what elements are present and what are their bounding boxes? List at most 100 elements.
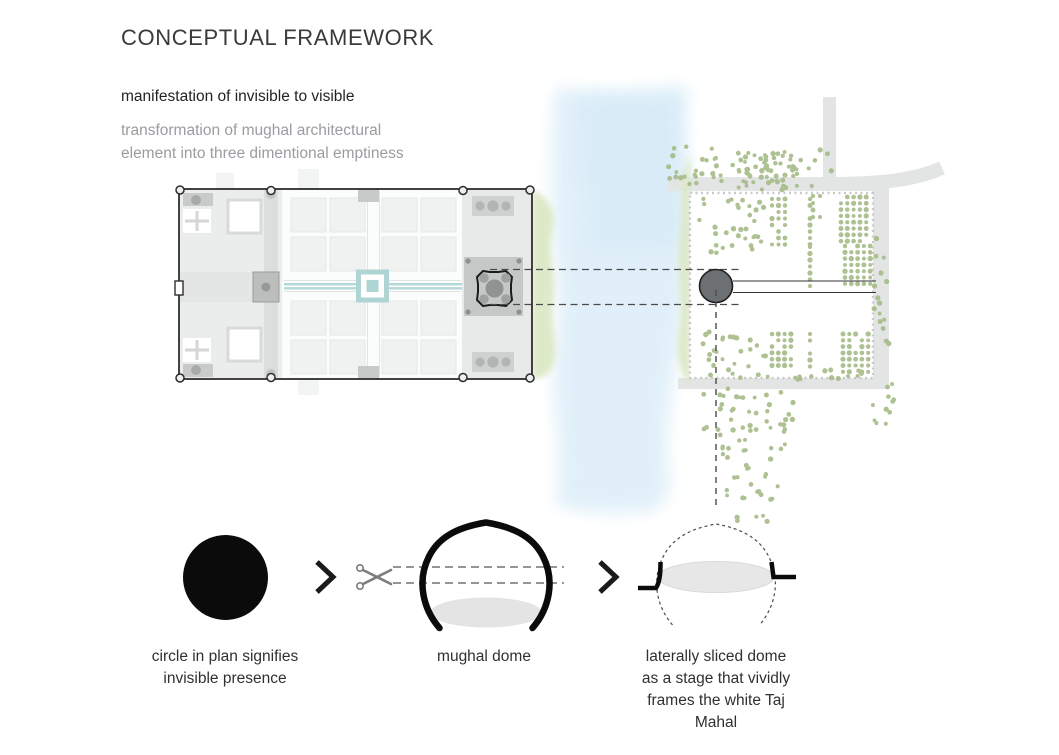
- tree-dot: [782, 235, 788, 241]
- tree-dot: [768, 168, 774, 174]
- tree-dot: [883, 406, 889, 412]
- tree-dot: [758, 492, 764, 498]
- dome-remnant-left: [638, 561, 663, 591]
- tree-dot: [807, 338, 813, 343]
- tree-dot: [759, 187, 764, 192]
- tree-dot: [861, 281, 867, 287]
- tree-dot: [666, 164, 672, 170]
- tree-dot: [735, 475, 740, 480]
- tree-dot: [881, 255, 886, 260]
- tree-dot: [857, 194, 863, 200]
- tree-dot: [734, 518, 740, 524]
- tree-dot: [725, 386, 731, 392]
- tree-dot: [743, 226, 749, 232]
- tree-dot: [743, 437, 747, 442]
- tree-dot: [738, 157, 744, 163]
- tree-dot: [765, 180, 772, 186]
- tree-dot: [758, 239, 764, 244]
- tree-dot: [855, 249, 860, 255]
- tree-dot: [859, 350, 865, 356]
- tree-dot: [735, 233, 741, 239]
- chevron-right-icon: [315, 560, 337, 594]
- tree-dot: [752, 153, 757, 158]
- tree-dot: [729, 197, 734, 202]
- caption-mughal-dome: mughal dome: [404, 646, 564, 668]
- tree-dot: [775, 350, 781, 356]
- tree-dot: [782, 331, 787, 337]
- tree-dot: [720, 451, 726, 457]
- tree-dot: [725, 455, 730, 460]
- tree-dot: [788, 337, 794, 343]
- tree-dot: [684, 144, 689, 149]
- tree-dot: [782, 442, 787, 447]
- tree-dot: [865, 356, 871, 362]
- caption-line: laterally sliced dome: [645, 648, 787, 665]
- tree-dot: [714, 250, 719, 256]
- tree-dot: [857, 232, 863, 238]
- tree-dot: [864, 220, 869, 225]
- tree-dot: [781, 362, 788, 369]
- tree-dot: [674, 170, 679, 175]
- tree-dot: [846, 350, 852, 356]
- tree-dot: [713, 231, 719, 237]
- tree-dot: [838, 207, 844, 212]
- tree-dot: [768, 425, 773, 430]
- taj-complex-plan: [174, 169, 535, 395]
- tree-dot: [782, 150, 787, 154]
- tree-dot: [701, 196, 706, 202]
- tree-dot: [740, 495, 746, 501]
- tree-dot: [768, 445, 774, 451]
- tree-dot: [853, 363, 858, 368]
- tree-dot: [788, 357, 793, 362]
- tree-dot: [706, 357, 712, 363]
- tree-dot: [851, 238, 856, 244]
- forecourt-courtyard: [226, 326, 263, 363]
- tree-dot: [891, 397, 897, 403]
- tree-dot: [847, 363, 852, 368]
- tree-dot: [868, 263, 873, 267]
- chevron-right-icon: [598, 560, 620, 594]
- stage-ellipse: [657, 561, 775, 593]
- tree-dot: [775, 331, 781, 337]
- mehtab-bagh-site: [666, 144, 897, 524]
- caption-line: as a stage that vividly: [641, 670, 791, 687]
- tree-dot: [807, 222, 813, 228]
- tree-dot: [807, 235, 813, 241]
- scissors-icon: [355, 563, 393, 590]
- tree-dot: [747, 172, 752, 178]
- tree-dot: [769, 222, 775, 228]
- tree-dot: [810, 193, 816, 199]
- tree-dot: [855, 281, 861, 287]
- tree-dot: [886, 394, 891, 399]
- tree-dot: [788, 331, 794, 337]
- tree-dot: [776, 235, 781, 241]
- tree-dot: [775, 202, 782, 209]
- tree-dot: [693, 168, 699, 173]
- tree-dot: [861, 256, 866, 261]
- tree-dot: [844, 213, 850, 219]
- tree-dot: [865, 344, 871, 349]
- tree-dot: [798, 157, 803, 163]
- tree-dot: [809, 183, 814, 189]
- wall-bastions: [175, 185, 535, 383]
- tree-dot: [866, 350, 871, 355]
- tree-dot: [782, 356, 788, 362]
- tree-dot: [782, 203, 788, 208]
- tree-dot: [778, 446, 784, 452]
- tree-dot: [713, 155, 718, 161]
- tree-dot: [807, 351, 813, 356]
- tree-dot: [748, 428, 753, 433]
- tree-dot: [857, 238, 863, 244]
- tree-dot: [770, 242, 774, 247]
- tree-dot: [738, 348, 744, 354]
- road-east-vertical: [873, 177, 889, 389]
- tree-dot: [701, 391, 707, 397]
- tree-dot: [721, 393, 726, 399]
- tree-dot: [771, 155, 777, 161]
- tree-dot: [736, 167, 741, 173]
- tree-dot: [760, 204, 767, 210]
- riverbanks: [532, 156, 690, 386]
- tree-dot: [812, 158, 818, 163]
- tree-dot: [763, 153, 767, 158]
- tree-dot: [744, 167, 749, 172]
